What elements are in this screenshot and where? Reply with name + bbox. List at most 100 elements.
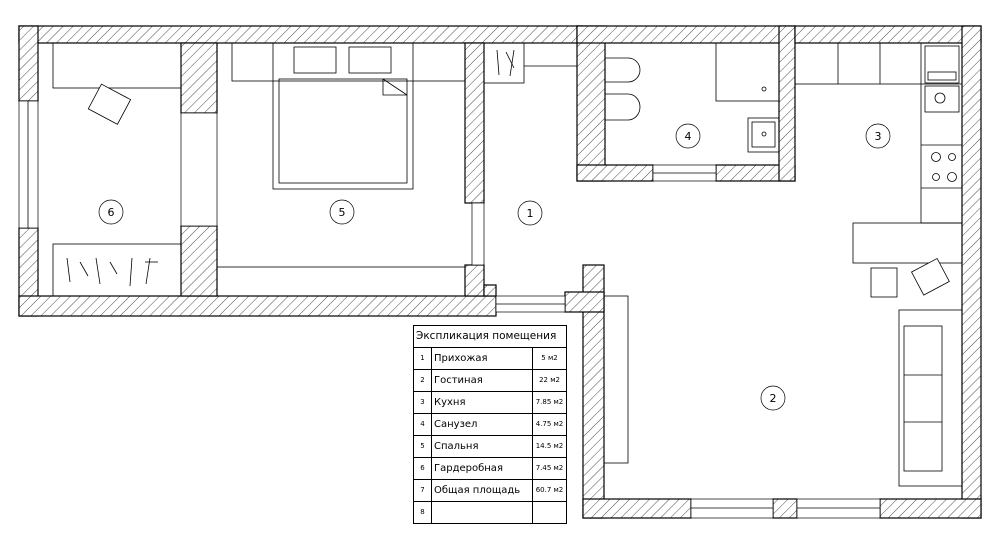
chair: [87, 83, 132, 125]
legend-name: Общая площадь: [432, 480, 533, 501]
burner-4: [947, 172, 957, 182]
window-left: [18, 100, 39, 229]
kitchen-top-wall: [794, 25, 982, 44]
legend-row: 6 Гардеробная 7.45 м2: [414, 458, 566, 480]
legend-row: 2 Гостиная 22 м2: [414, 370, 566, 392]
wall-6-5-upper: [180, 42, 218, 114]
room-marker-1[interactable]: 1: [517, 200, 543, 226]
legend-area: 4.75 м2: [535, 420, 564, 428]
wall-hall-corner: [483, 284, 497, 297]
windows: [18, 100, 881, 519]
blanket: [278, 78, 408, 184]
upper-cabinets: [794, 42, 963, 85]
burner-3: [932, 173, 940, 181]
bidet: [604, 93, 641, 121]
right-wall: [961, 25, 982, 519]
legend-row: 8: [414, 502, 566, 523]
bath-right-wall: [778, 25, 796, 182]
hall-closet: [483, 42, 525, 84]
room-marker-6[interactable]: 6: [98, 199, 124, 225]
legend-num: 7: [414, 480, 432, 501]
legend-num: 3: [414, 392, 432, 413]
legend-row: 3 Кухня 7.85 м2: [414, 392, 566, 414]
bath-top-wall: [576, 25, 796, 44]
bath-left-wall: [576, 25, 606, 182]
counter-right: [920, 42, 963, 224]
legend-name: Спальня: [432, 436, 533, 457]
legend-name: Кухня: [432, 392, 533, 413]
room-number: 1: [527, 207, 534, 220]
legend-area: 22 м2: [539, 376, 560, 384]
bottom-wall-left: [18, 295, 497, 317]
legend-name: Гардеробная: [432, 458, 533, 479]
legend-area: 7.85 м2: [535, 398, 564, 406]
bathroom-furniture: [604, 42, 780, 153]
shower-tray: [715, 42, 780, 102]
legend-num: 5: [414, 436, 432, 457]
burner-2: [948, 153, 956, 161]
legend-title: Экспликация помещения: [414, 326, 566, 348]
bedroom-furniture: [216, 42, 466, 297]
bar-stool: [870, 267, 898, 298]
legend-area: 14.5 м2: [535, 442, 564, 450]
wall-5-1-upper: [464, 42, 485, 204]
top-wall-left: [18, 25, 583, 44]
legend-row: 5 Спальня 14.5 м2: [414, 436, 566, 458]
rack-bottom: [52, 243, 182, 297]
pillow-right: [348, 46, 392, 74]
kitchen-furniture: [794, 42, 963, 298]
bath-bottom-wall-left: [576, 164, 654, 182]
legend-row: 4 Санузел 4.75 м2: [414, 414, 566, 436]
legend-table: Экспликация помещения 1 Прихожая 5 м2 2 …: [413, 325, 567, 524]
room-marker-2[interactable]: 2: [760, 385, 786, 411]
living-bottom-wall-left: [582, 498, 692, 519]
legend-num: 2: [414, 370, 432, 391]
toilet: [604, 57, 641, 83]
pillow-left: [293, 46, 337, 74]
living-left-stub: [564, 291, 605, 313]
wall-5-1-lower: [464, 264, 485, 297]
living-bottom-wall-mid: [772, 498, 798, 519]
room-number: 2: [770, 392, 777, 405]
legend-area: 5 м2: [541, 354, 558, 362]
legend-row: 1 Прихожая 5 м2: [414, 348, 566, 370]
legend-name: Прихожая: [432, 348, 533, 369]
legend-num: 8: [414, 502, 432, 523]
bed: [272, 42, 414, 190]
legend-num: 1: [414, 348, 432, 369]
room-marker-4[interactable]: 4: [675, 123, 701, 149]
window-6-5: [180, 112, 218, 227]
room-number: 6: [108, 206, 115, 219]
room-number: 4: [685, 130, 692, 143]
sofa: [898, 309, 963, 487]
living-furniture: [603, 295, 963, 487]
window-living-1: [690, 498, 774, 519]
sink: [747, 117, 780, 153]
legend-name: [432, 502, 533, 523]
door-5-1: [471, 202, 485, 266]
legend-area: 7.45 м2: [535, 464, 564, 472]
burner-1: [931, 152, 941, 162]
legend-name: Гостиная: [432, 370, 533, 391]
room-marker-5[interactable]: 5: [329, 199, 355, 225]
tv-stand: [603, 295, 629, 464]
left-wall-upper: [18, 25, 39, 102]
shelf-top: [52, 42, 182, 89]
hall-furniture: [483, 42, 577, 84]
room-marker-3[interactable]: 3: [865, 123, 891, 149]
room-number: 5: [339, 206, 346, 219]
legend-area: [533, 502, 566, 523]
legend-row: 7 Общая площадь 60.7 м2: [414, 480, 566, 502]
wall-6-5-lower: [180, 225, 218, 297]
legend-name: Санузел: [432, 414, 533, 435]
bar-counter: [852, 222, 963, 264]
room-number: 3: [875, 130, 882, 143]
legend-num: 4: [414, 414, 432, 435]
room-labels: 1 2 3 4 5 6: [98, 123, 891, 411]
headboard-cabinets: [231, 42, 466, 82]
wardrobe-bedroom: [216, 266, 466, 297]
kitchen-chair: [910, 257, 950, 296]
legend-area: 60.7 м2: [535, 486, 564, 494]
sink-double: [924, 45, 960, 84]
